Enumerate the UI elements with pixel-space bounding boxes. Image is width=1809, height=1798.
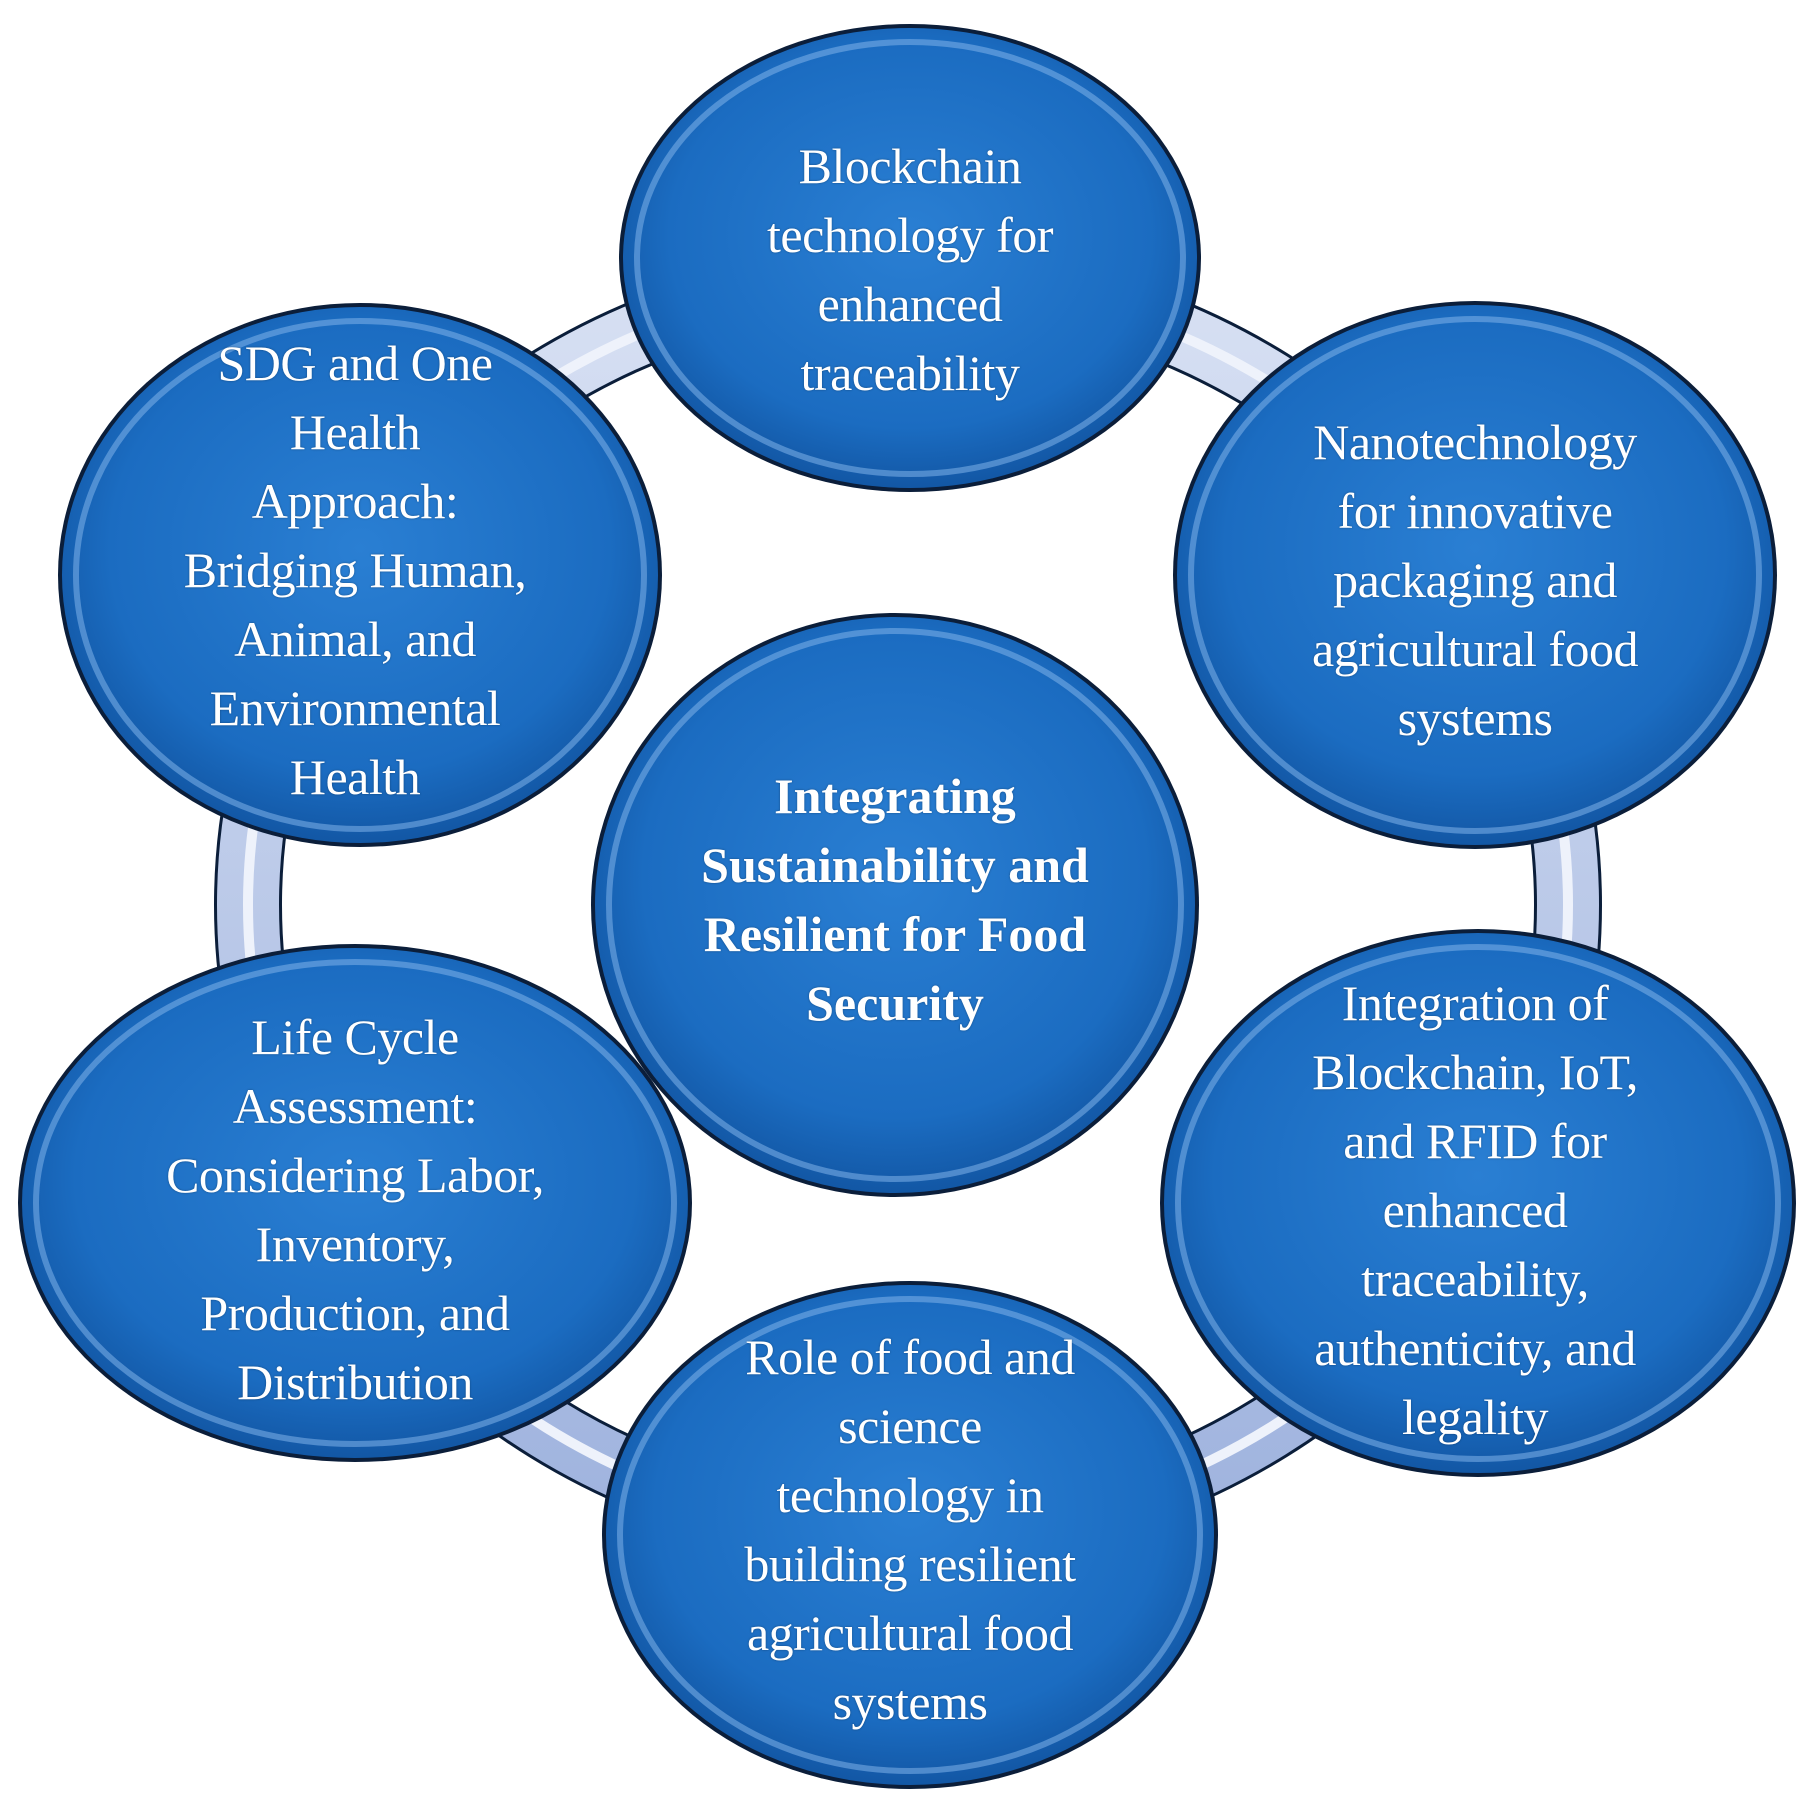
- center-circle-fill: [595, 617, 1195, 1193]
- circle-blockchain-traceability: [619, 24, 1201, 492]
- circle-role-food-science-technology-fill: [606, 1285, 1214, 1785]
- circle-sdg-one-health: [58, 303, 662, 847]
- circle-nanotechnology-packaging-fill: [1177, 305, 1773, 845]
- node-circles: [18, 24, 1796, 1789]
- center-circle: [591, 613, 1199, 1197]
- circle-blockchain-traceability-fill: [623, 28, 1197, 488]
- circle-life-cycle-assessment: [18, 944, 692, 1462]
- circle-life-cycle-assessment-fill: [22, 948, 688, 1458]
- circle-nanotechnology-packaging-bevel: [1188, 316, 1762, 834]
- circle-role-food-science-technology-bevel: [617, 1296, 1203, 1774]
- circle-integration-blockchain-iot-rfid-bevel: [1175, 944, 1781, 1462]
- circle-role-food-science-technology: [602, 1281, 1218, 1789]
- circle-blockchain-traceability-bevel: [634, 39, 1186, 477]
- circle-nanotechnology-packaging: [1173, 301, 1777, 849]
- circle-integration-blockchain-iot-rfid: [1160, 929, 1796, 1477]
- circle-integration-blockchain-iot-rfid-fill: [1164, 933, 1792, 1473]
- circle-life-cycle-assessment-bevel: [33, 959, 677, 1447]
- circle-sdg-one-health-fill: [62, 307, 658, 843]
- center-circle-bevel: [606, 628, 1184, 1182]
- circle-sdg-one-health-bevel: [73, 318, 647, 832]
